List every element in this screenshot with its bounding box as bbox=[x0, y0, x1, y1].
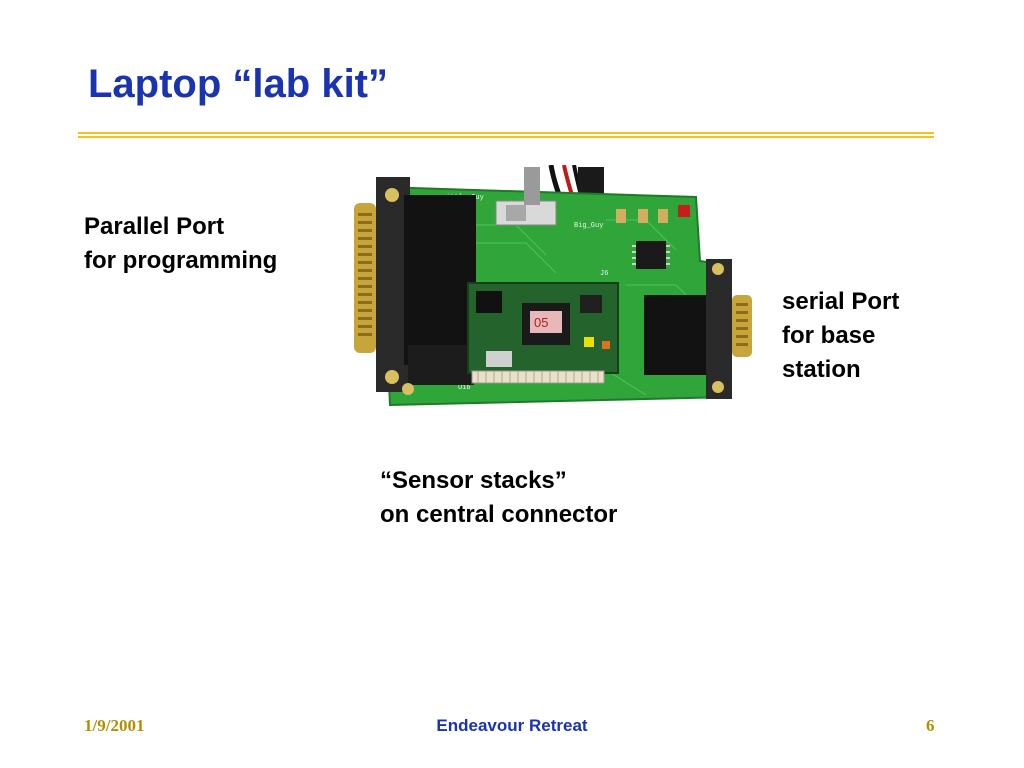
footer-title: Endeavour Retreat bbox=[436, 716, 588, 735]
title-divider-top bbox=[78, 132, 934, 134]
serial-port-label-line-3: station bbox=[782, 356, 861, 383]
sensor-stacks-label-line-1: “Sensor stacks” bbox=[380, 467, 567, 494]
slide-title: Laptop “lab kit” bbox=[88, 62, 388, 106]
svg-text:J6: J6 bbox=[600, 270, 608, 278]
serial-port-label: serial Port for base station bbox=[782, 285, 899, 387]
parallel-port-label-line-2: for programming bbox=[84, 247, 278, 274]
footer-date: 1/9/2001 bbox=[84, 716, 145, 735]
sensor-stacks-label-line-2: on central connector bbox=[380, 501, 618, 528]
sensor-stacks-label: “Sensor stacks” on central connector bbox=[380, 464, 617, 532]
svg-text:U16: U16 bbox=[458, 384, 471, 392]
parallel-port-label-line-1: Parallel Port bbox=[84, 213, 225, 240]
parallel-port-label: Parallel Port for programming bbox=[84, 210, 277, 278]
footer-page-number: 6 bbox=[926, 716, 935, 735]
lab-kit-board-photo: ittle Guy Big_Guy J5 J6 U16 DT1 05 bbox=[346, 165, 756, 410]
svg-text:05: 05 bbox=[534, 315, 548, 330]
serial-port-label-line-2: for base bbox=[782, 322, 876, 349]
svg-text:Big_Guy: Big_Guy bbox=[574, 222, 603, 230]
title-divider-bottom bbox=[78, 136, 934, 138]
serial-port-label-line-1: serial Port bbox=[782, 288, 900, 315]
